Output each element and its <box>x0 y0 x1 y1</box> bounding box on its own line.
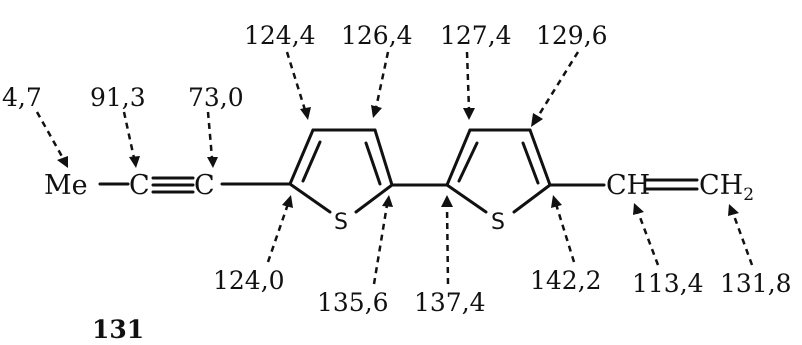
shift-th1-c3: 124,4 <box>244 21 316 50</box>
arrow-vinyl-ch2 <box>728 204 754 266</box>
arrow-th1-c4 <box>371 51 390 118</box>
shift-th2-c5: 142,2 <box>530 266 602 295</box>
arrow-vinyl-ch <box>633 203 660 266</box>
arrow-th1-c3 <box>285 51 311 120</box>
arrow-th1-c2 <box>266 195 293 263</box>
shift-alkyne-c2: 73,0 <box>188 83 244 112</box>
arrow-me <box>35 111 68 168</box>
shift-th2-c4: 129,6 <box>536 21 608 50</box>
atom-vinyl-ch: CH <box>606 170 650 201</box>
shift-me: 4,7 <box>2 83 42 112</box>
atom-alkyne-c1: C <box>129 170 150 201</box>
thiophene-ring-2 <box>445 128 552 214</box>
shift-th1-c5: 135,6 <box>317 288 389 317</box>
atom-vinyl-ch2: CH2 <box>699 170 754 205</box>
arrow-th2-c2 <box>441 195 453 285</box>
triple-bond <box>151 176 195 194</box>
bonds <box>98 128 699 214</box>
shift-th1-c4: 126,4 <box>341 21 413 50</box>
vinyl-double-bond <box>643 178 699 191</box>
shift-alkyne-c1: 91,3 <box>90 83 146 112</box>
shift-th2-c2: 137,4 <box>414 288 486 317</box>
atom-sulfur-2: S <box>491 210 505 235</box>
arrow-th2-c3 <box>463 51 475 120</box>
arrow-th1-c5 <box>372 195 393 285</box>
shift-vinyl-ch2: 131,8 <box>720 269 792 298</box>
shift-th2-c3: 127,4 <box>440 21 512 50</box>
arrow-alkyne-c1 <box>122 111 140 168</box>
shift-vinyl-ch: 113,4 <box>632 269 704 298</box>
assignment-arrows <box>35 51 754 285</box>
arrow-th2-c4 <box>531 51 580 127</box>
thiophene-ring-1 <box>288 128 394 214</box>
shift-labels: 4,7 91,3 73,0 124,4 126,4 127,4 129,6 12… <box>2 21 792 317</box>
shift-th1-c2: 124,0 <box>213 266 285 295</box>
atom-sulfur-1: S <box>334 210 348 235</box>
atom-methyl: Me <box>44 170 88 201</box>
atom-alkyne-c2: C <box>194 170 215 201</box>
arrow-alkyne-c2 <box>206 111 218 168</box>
arrow-th2-c5 <box>551 195 576 263</box>
compound-number: 131 <box>92 315 144 344</box>
atom-labels: Me C C S S CH CH2 <box>44 170 754 235</box>
